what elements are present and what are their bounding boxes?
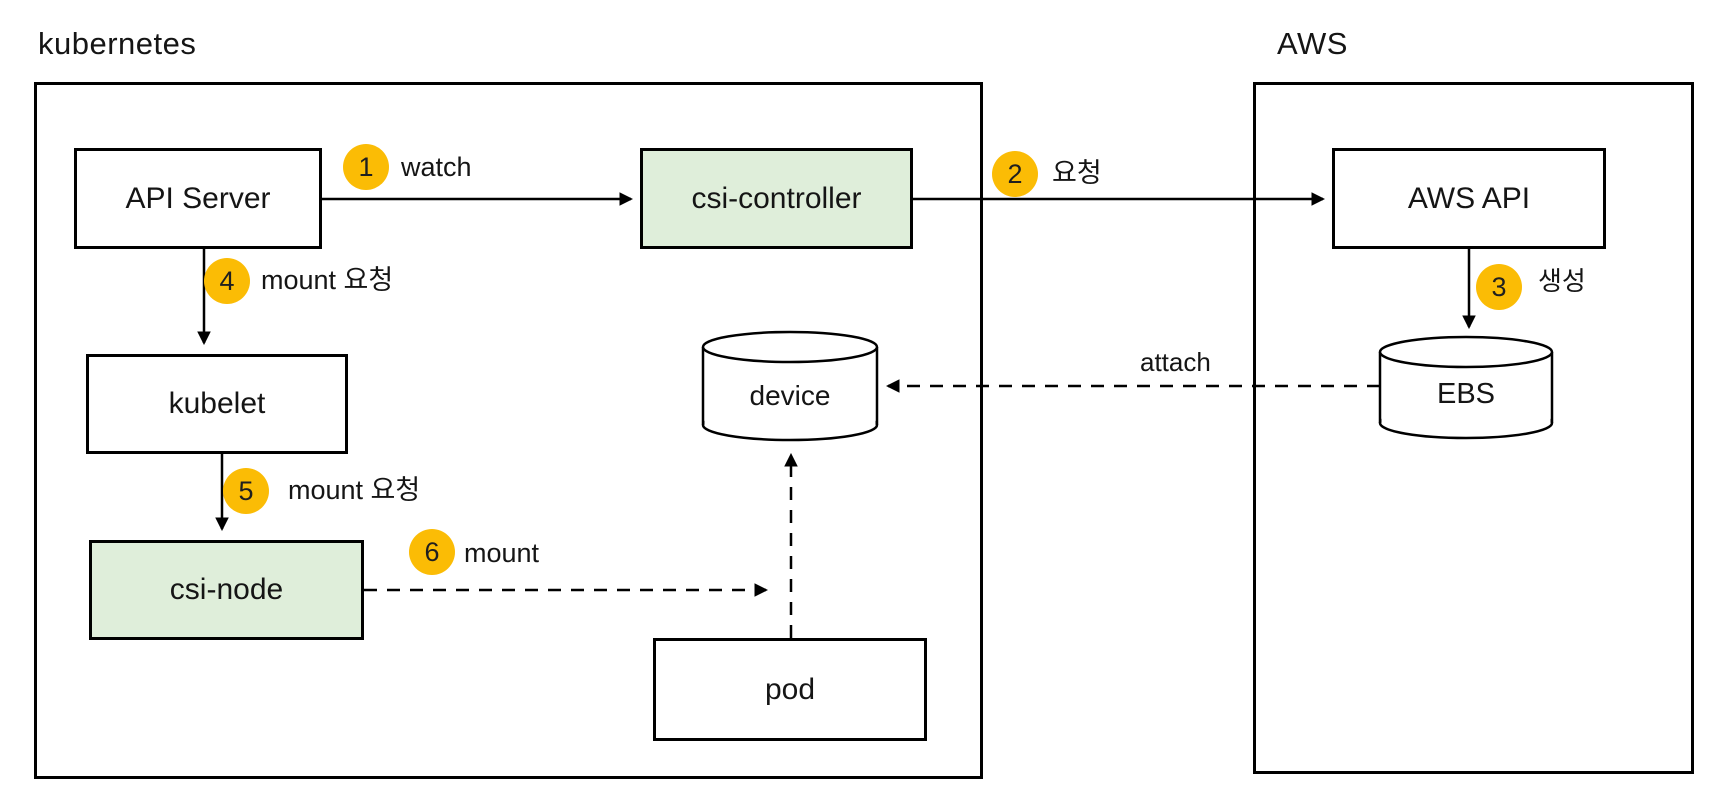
node-csi-node: csi-node <box>89 540 364 640</box>
node-csi-controller: csi-controller <box>640 148 913 249</box>
node-label: AWS API <box>1407 181 1531 215</box>
badge-step-2: 2 <box>992 151 1038 197</box>
node-label: kubelet <box>168 387 266 420</box>
edge-label-mount-request-4: mount 요청 <box>261 265 394 295</box>
node-kubelet: kubelet <box>86 354 348 454</box>
edge-label-mount-request-5: mount 요청 <box>288 475 421 505</box>
node-label-device: device <box>749 380 831 411</box>
node-label: pod <box>764 672 816 706</box>
node-label: csi-node <box>169 573 284 606</box>
edge-label-watch: watch <box>401 152 472 182</box>
group-label-kubernetes: kubernetes <box>38 26 197 61</box>
node-label-ebs: EBS <box>1436 378 1496 410</box>
group-box-kubernetes <box>34 82 983 779</box>
edge-label-request: 요청 <box>1052 158 1102 188</box>
node-label: csi-controller <box>691 181 862 215</box>
cylinder-device <box>701 330 879 442</box>
cylinder-ebs <box>1378 335 1554 440</box>
badge-step-6: 6 <box>409 529 455 575</box>
node-api-server: API Server <box>74 148 322 249</box>
badge-step-5: 5 <box>223 468 269 514</box>
group-box-aws <box>1253 82 1694 774</box>
edge-label-attach: attach <box>1140 347 1211 377</box>
badge-step-1: 1 <box>343 144 389 190</box>
edge-label-mount: mount <box>464 538 540 568</box>
node-label: API Server <box>125 181 271 215</box>
node-pod: pod <box>653 638 927 741</box>
group-label-aws: AWS <box>1277 26 1348 61</box>
node-aws-api: AWS API <box>1332 148 1606 249</box>
badge-step-4: 4 <box>204 258 250 304</box>
edge-label-create: 생성 <box>1538 266 1586 296</box>
badge-step-3: 3 <box>1476 264 1522 310</box>
